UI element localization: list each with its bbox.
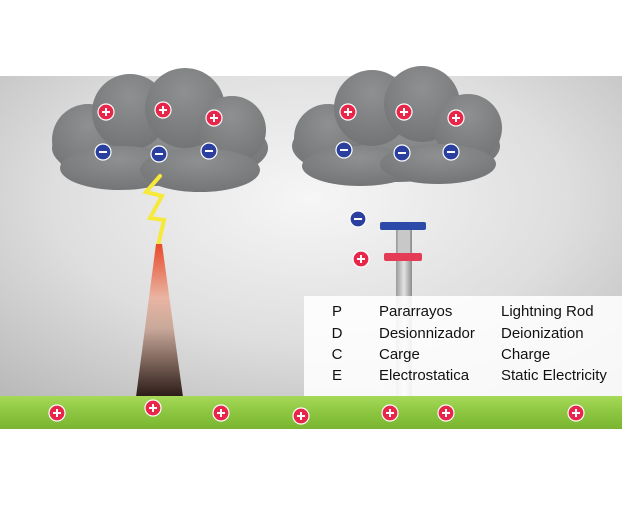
legend-row: E Electrostatica Static Electricity [304, 366, 622, 386]
legend-english-term: Static Electricity [501, 367, 607, 384]
negative-charge-icon [150, 145, 168, 163]
positive-charge-icon [292, 407, 310, 425]
positive-charge-icon [339, 103, 357, 121]
legend-row: C Carge Charge [304, 345, 622, 365]
positive-charge-icon [212, 404, 230, 422]
positive-charge-icon [437, 404, 455, 422]
positive-charge-icon [352, 250, 370, 268]
legend-panel: P Pararrayos Lightning Rod D Desionnizad… [304, 296, 622, 396]
positive-charge-icon [48, 404, 66, 422]
negative-charge-icon [335, 141, 353, 159]
legend-spanish-term: Pararrayos [379, 303, 453, 320]
legend-letter: C [331, 346, 343, 363]
ground [0, 396, 622, 429]
negative-charge-icon [200, 142, 218, 160]
legend-english-term: Deionization [501, 325, 584, 342]
positive-charge-icon [567, 404, 585, 422]
negative-charge-icon [442, 143, 460, 161]
positive-charge-icon [205, 109, 223, 127]
legend-english-term: Charge [501, 346, 551, 363]
positive-charge-icon [447, 109, 465, 127]
struck-tower [136, 244, 183, 397]
positive-charge-icon [144, 399, 162, 417]
legend-spanish-term: Electrostatica [379, 367, 470, 384]
legend-letter: E [331, 367, 342, 384]
positive-charge-icon [381, 404, 399, 422]
legend-spanish-term: Desionnizador [379, 325, 475, 342]
negative-charge-icon [393, 144, 411, 162]
legend-row: P Pararrayos Lightning Rod [304, 302, 622, 322]
legend-english-term: Lightning Rod [501, 303, 594, 320]
right-cloud [292, 66, 502, 186]
positive-charge-icon [395, 103, 413, 121]
negative-charge-icon [94, 143, 112, 161]
legend-letter: P [331, 303, 342, 320]
legend-letter: D [331, 325, 343, 342]
negative-charge-icon [349, 210, 367, 228]
positive-charge-icon [97, 103, 115, 121]
positive-charge-icon [154, 101, 172, 119]
legend-spanish-term: Carge [379, 346, 420, 363]
lightning-bolt [142, 174, 167, 248]
legend-row: D Desionnizador Deionization [304, 324, 622, 344]
